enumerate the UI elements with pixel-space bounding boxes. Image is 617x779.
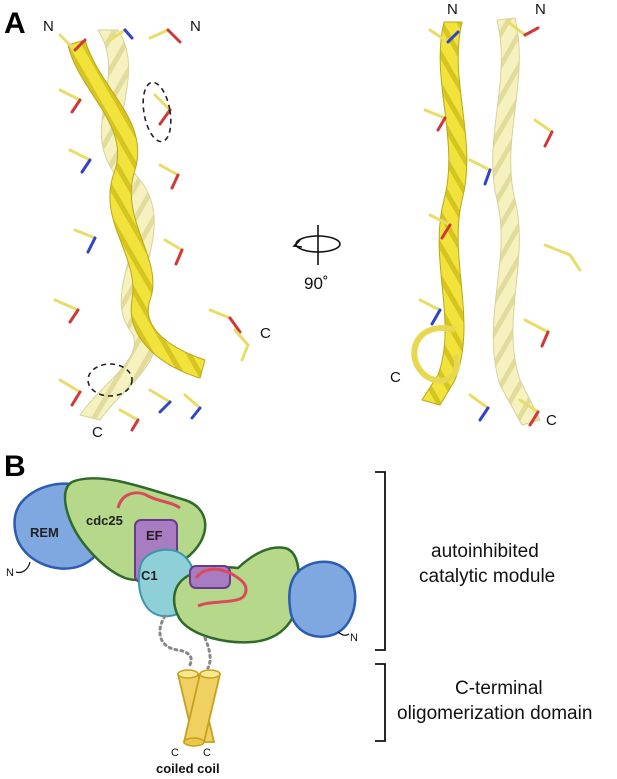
left-helix-structure: N N C C [43,18,271,441]
cdc25-domain-right [172,546,301,644]
oligomerization-label-line2: oligomerization domain [397,703,592,724]
domain-schematic: REM N cdc25 EF C1 N C [6,477,358,776]
c1-label: C1 [141,568,158,583]
highlight-circle-top [142,81,172,143]
panel-letter-a: A [4,7,26,40]
catalytic-label-line1: autoinhibited [431,541,539,562]
coil-c-terminus-2: C [203,747,211,759]
linker-left [158,614,193,670]
coiled-coil [176,669,222,747]
oligomerization-label-line1: C-terminal [455,678,543,699]
n-tail-right [337,631,350,636]
ef-label: EF [146,528,163,543]
n-terminus-left: N [6,567,14,579]
rem-domain-right [288,560,357,638]
coil-c-terminus-1: C [171,747,179,759]
highlight-circle-bottom [87,363,133,397]
rem-label: REM [30,525,59,540]
right-sidechains [418,20,582,427]
left-n-terminus-2: N [190,18,201,35]
left-sidechains [53,28,250,432]
right-helix-structure: N N C C [390,1,582,429]
catalytic-label-line2: catalytic module [419,566,555,587]
right-n-terminus-2: N [535,1,546,18]
n-tail-left [15,561,31,574]
right-bright-helix [421,21,468,406]
n-terminus-right: N [350,632,358,644]
rotation-indicator: 90˚ [292,225,341,293]
bracket-oligomerization [375,663,386,742]
left-c-terminus-bottom: C [92,424,103,441]
left-c-terminus-right: C [260,325,271,342]
rotation-label: 90˚ [304,274,329,293]
right-c-terminus-right: C [546,412,557,429]
cdc25-label: cdc25 [86,513,123,528]
linker-right [203,636,212,670]
left-bright-helix [67,39,206,379]
right-pale-helix [492,17,541,426]
bracket-catalytic [375,471,386,651]
left-n-terminus-1: N [43,18,54,35]
right-c-terminal-loop [411,325,460,384]
panel-letter-b: B [4,450,26,483]
right-n-terminus-1: N [447,1,458,18]
coiled-coil-label: coiled coil [156,761,220,776]
ef-domain-right [189,565,231,589]
red-loop-left [116,491,181,510]
right-c-terminus-left: C [390,369,401,386]
red-loop-right [194,567,248,608]
